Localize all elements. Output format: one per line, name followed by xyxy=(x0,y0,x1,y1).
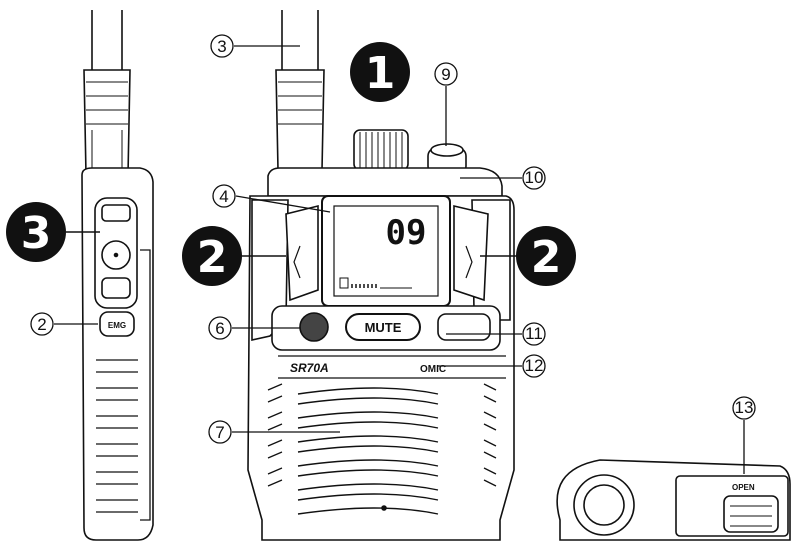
callout-4: 4 xyxy=(219,187,228,206)
callout-6: 6 xyxy=(215,319,224,338)
callout-12: 12 xyxy=(525,356,544,375)
svg-text:2: 2 xyxy=(531,232,562,283)
call-button[interactable] xyxy=(299,312,329,342)
front-antenna xyxy=(281,10,319,70)
callout-11: 11 xyxy=(525,324,543,343)
model-name: SR70A xyxy=(290,361,329,375)
callout-13: 13 xyxy=(735,398,754,417)
speaker-grille xyxy=(297,387,439,515)
mute-button[interactable] xyxy=(345,313,421,341)
marker-2-left: 2 xyxy=(182,226,242,286)
callout-9: 9 xyxy=(441,65,450,84)
callout-3: 3 xyxy=(217,37,226,56)
channel-down-button[interactable] xyxy=(285,204,319,302)
battery-indicator xyxy=(339,277,349,289)
svg-text:3: 3 xyxy=(21,208,52,259)
bottom-view xyxy=(556,459,791,541)
callout-2: 2 xyxy=(37,315,46,334)
channel-up-button[interactable] xyxy=(453,204,489,302)
volume-knob[interactable] xyxy=(353,129,409,171)
callout-7: 7 xyxy=(215,423,224,442)
mic-label: OMIC xyxy=(420,364,446,375)
lcd-channel-readout: 09 xyxy=(386,213,427,253)
battery-open-label: OPEN xyxy=(732,483,755,492)
mute-button-label: MUTE xyxy=(365,320,402,335)
svg-text:2: 2 xyxy=(197,232,228,283)
marker-2-right: 2 xyxy=(516,226,576,286)
emg-button-label: EMG xyxy=(108,321,126,330)
side-antenna xyxy=(91,10,123,70)
battery-latch[interactable] xyxy=(723,495,779,533)
callout-10: 10 xyxy=(525,168,544,187)
marker-3: 3 xyxy=(6,202,66,262)
svg-text:1: 1 xyxy=(365,48,396,99)
front-view xyxy=(247,10,515,541)
marker-1: 1 xyxy=(350,42,410,102)
side-view xyxy=(81,10,154,541)
emg-button[interactable] xyxy=(99,311,135,337)
